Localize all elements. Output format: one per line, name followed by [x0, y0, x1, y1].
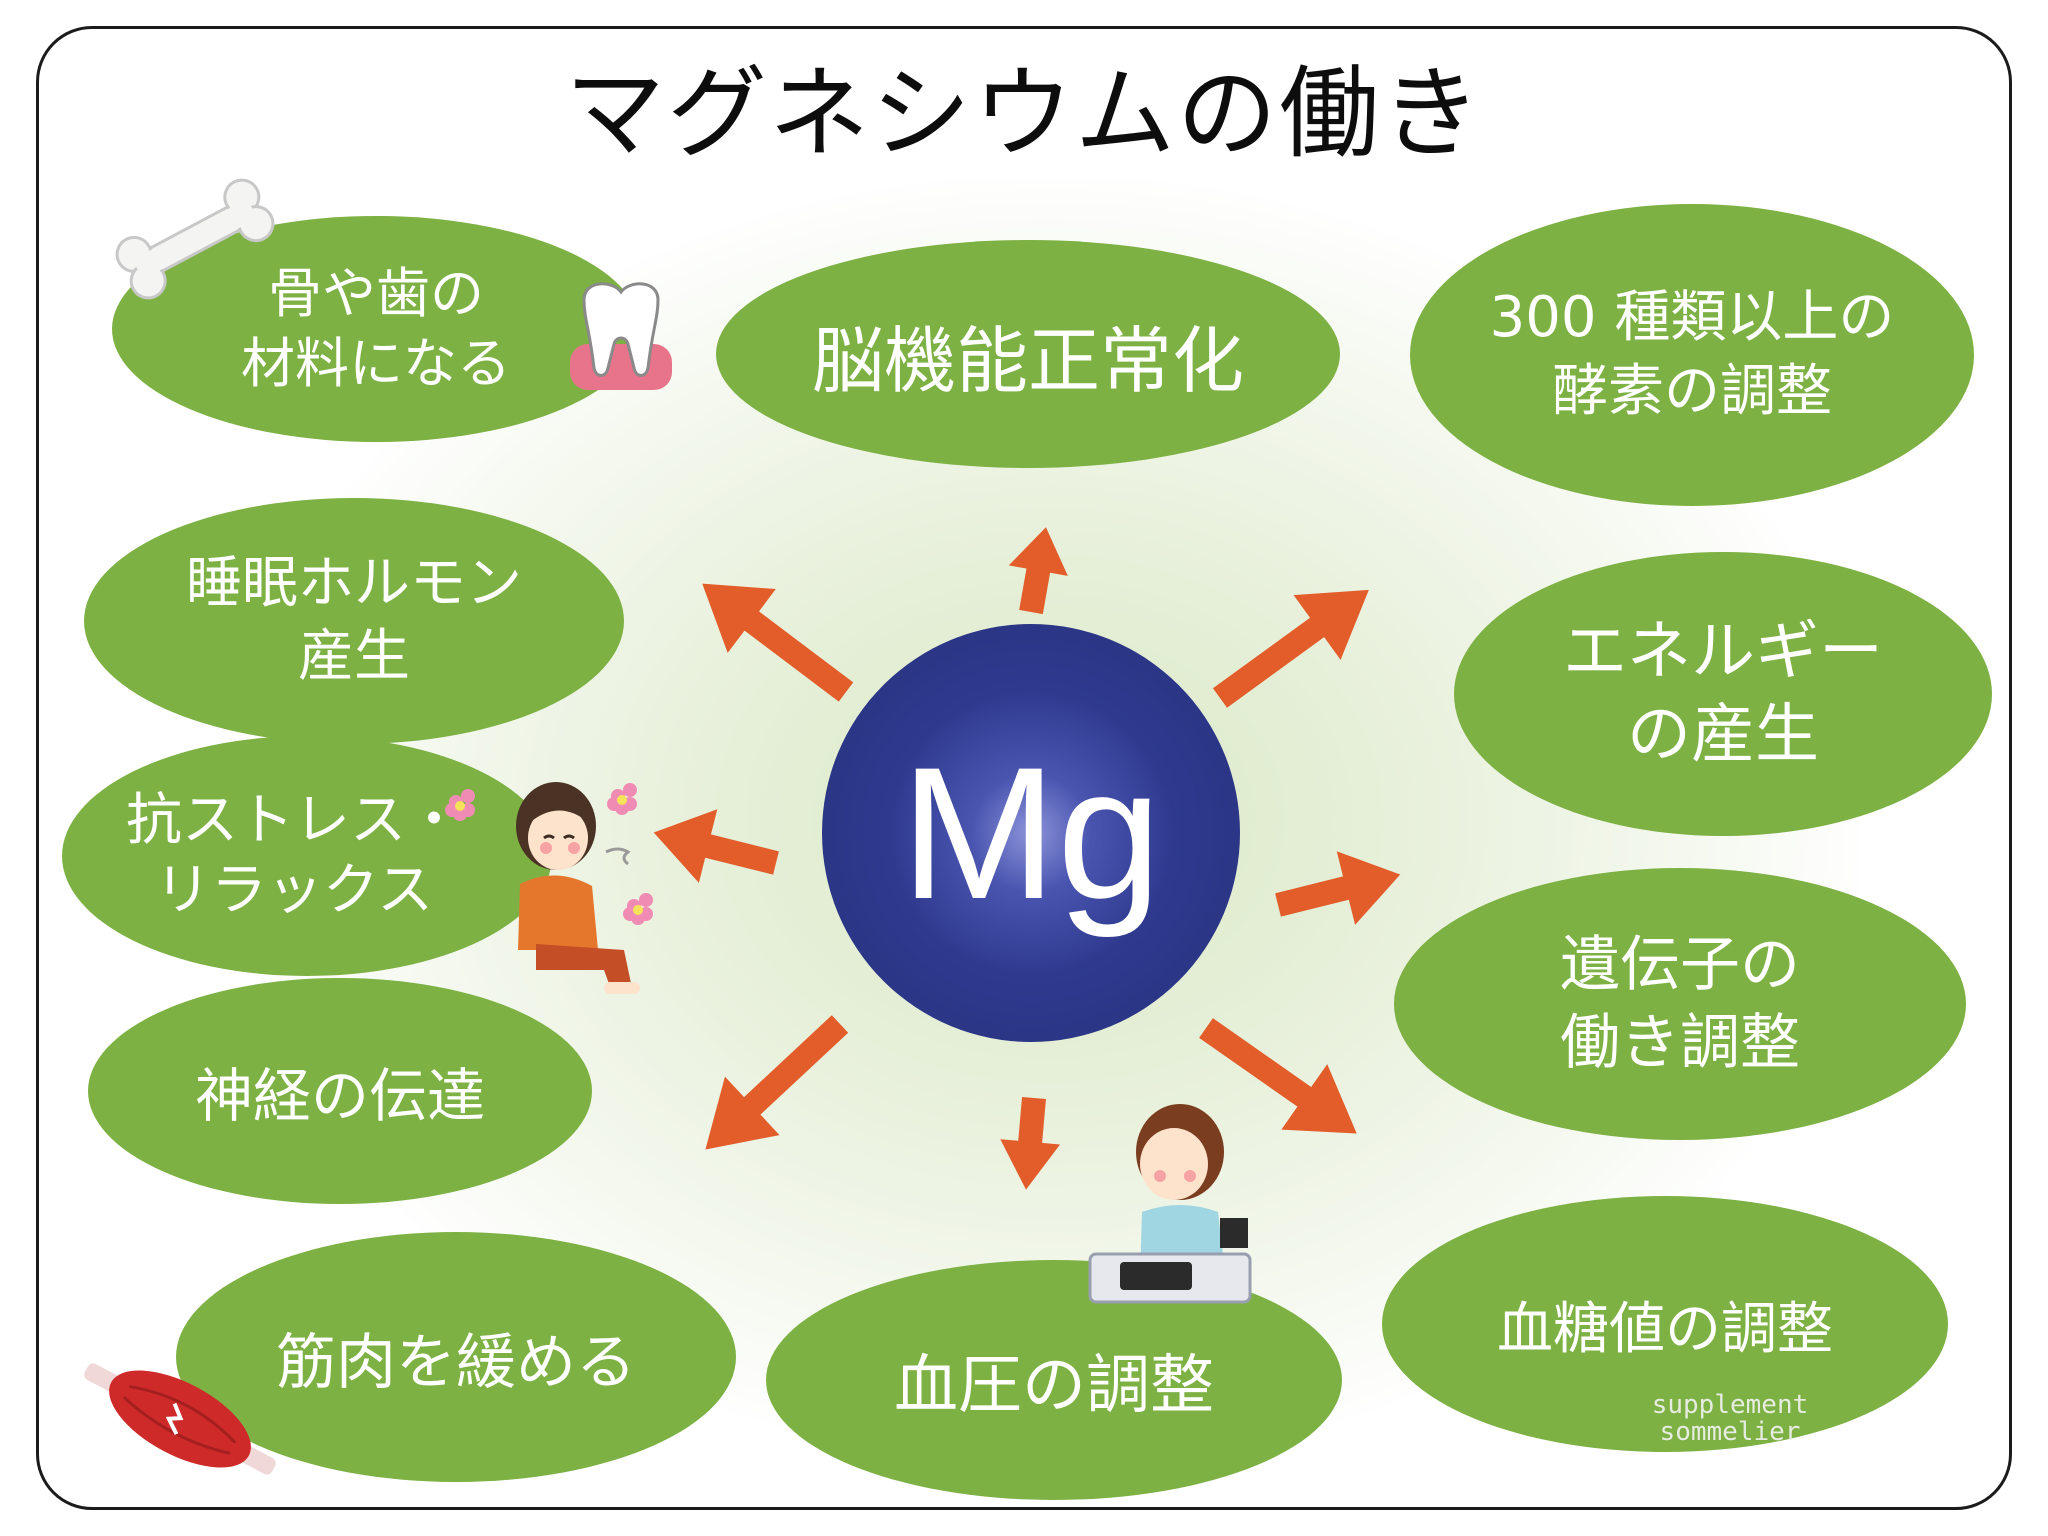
- function-blood-sugar: 血糖値の調整: [1382, 1196, 1948, 1452]
- function-nerve: 神経の伝達: [88, 978, 592, 1204]
- arrow-to-muscle: [705, 1015, 849, 1150]
- arrow-to-brain: [1008, 527, 1068, 615]
- bone-icon: [115, 178, 275, 300]
- muscle-icon: [84, 1363, 276, 1475]
- arrow-to-sleep: [702, 583, 854, 702]
- function-brain: 脳機能正常化: [716, 240, 1340, 468]
- function-genes: 遺伝子の 働き調整: [1394, 868, 1966, 1140]
- function-muscle: 筋肉を緩める: [176, 1232, 736, 1482]
- function-blood-pressure-label: 血圧の調整: [894, 1349, 1214, 1423]
- arrow-to-blood-sugar: [1199, 1018, 1357, 1134]
- function-bones-teeth: 骨や歯の 材料になる: [112, 216, 640, 442]
- function-anti-stress-label: 抗ストレス・ リラックス: [126, 788, 462, 923]
- page-title: マグネシウムの働き: [565, 55, 1483, 172]
- magnesium-circle: Mg: [822, 624, 1240, 1042]
- function-enzymes-label: 300 種類以上の 酵素の調整: [1489, 285, 1895, 424]
- arrow-to-blood-pressure: [1000, 1096, 1061, 1190]
- blood-pressure-nurse-icon: [1088, 1104, 1252, 1304]
- flower-icons: [445, 783, 653, 925]
- function-sleep-hormone: 睡眠ホルモン 産生: [84, 498, 624, 744]
- function-sleep-hormone-label: 睡眠ホルモン 産生: [186, 551, 522, 689]
- function-bones-teeth-label: 骨や歯の 材料になる: [241, 261, 511, 395]
- function-energy: エネルギー の産生: [1454, 552, 1992, 836]
- function-energy-label: エネルギー の産生: [1563, 614, 1883, 772]
- arrow-to-genes: [1275, 851, 1401, 925]
- function-nerve-label: 神経の伝達: [194, 1062, 485, 1130]
- function-enzymes: 300 種類以上の 酵素の調整: [1410, 204, 1974, 506]
- function-genes-label: 遺伝子の 働き調整: [1560, 930, 1800, 1078]
- arrow-to-anti-stress: [653, 809, 779, 883]
- function-anti-stress: 抗ストレス・ リラックス: [62, 736, 552, 976]
- tooth-icon: [570, 282, 672, 390]
- arrow-to-enzymes: [1212, 589, 1369, 708]
- watermark: supplement sommelier: [1651, 1390, 1809, 1448]
- function-muscle-label: 筋肉を緩める: [276, 1327, 636, 1398]
- relaxing-person-icon: [516, 782, 640, 994]
- magnesium-symbol: Mg: [900, 728, 1162, 938]
- function-blood-sugar-label: 血糖値の調整: [1497, 1296, 1833, 1362]
- function-brain-label: 脳機能正常化: [811, 318, 1244, 403]
